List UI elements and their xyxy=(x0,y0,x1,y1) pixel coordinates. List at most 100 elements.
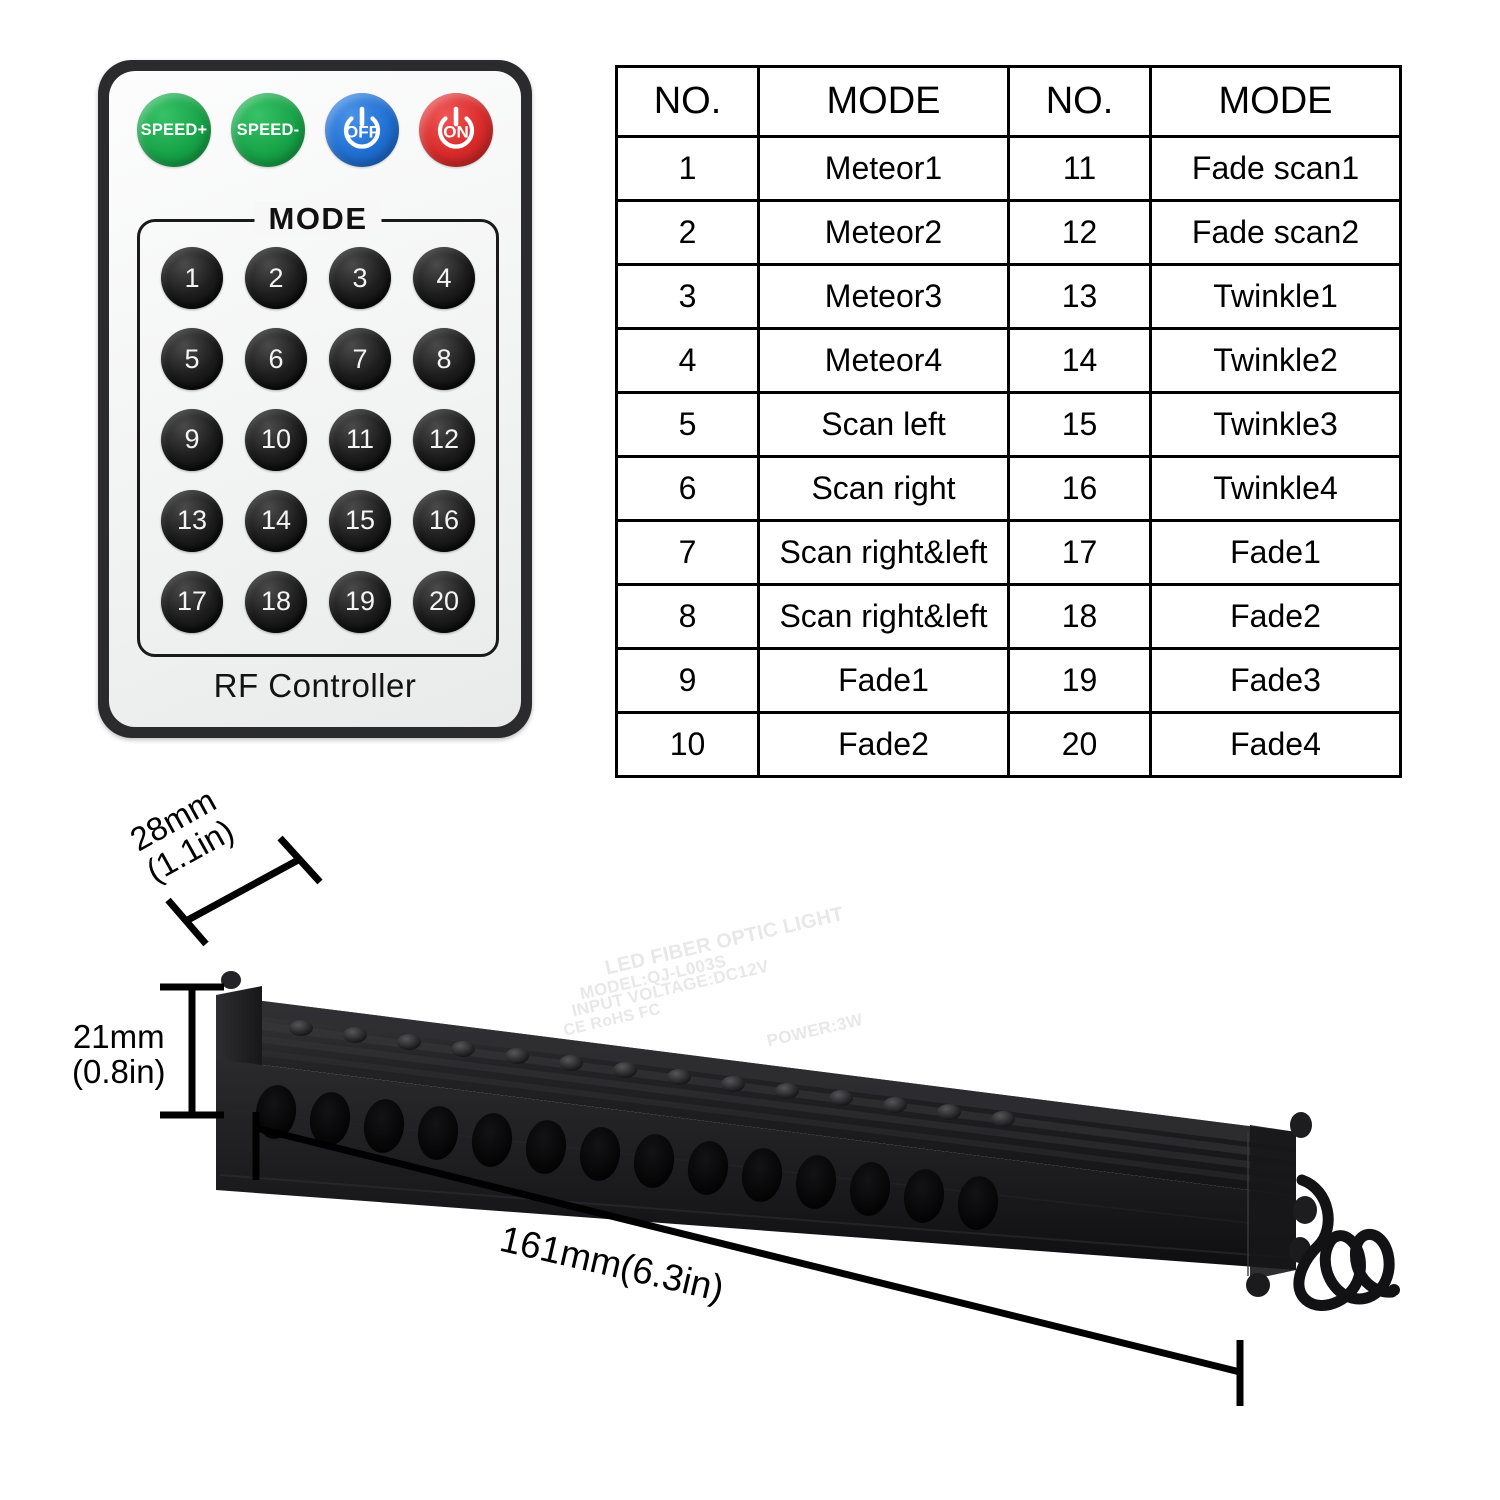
device-photo-panel: 28mm (1.1in) 21mm (0.8in) 161mm(6.3in) L… xyxy=(0,780,1500,1500)
mode-key-14[interactable]: 14 xyxy=(245,489,307,552)
set-screw xyxy=(613,1062,637,1078)
mode-group-label: MODE xyxy=(254,201,382,237)
remote-brand-label: RF Controller xyxy=(213,667,417,704)
set-screw xyxy=(667,1069,691,1085)
mode-name-cell: Meteor3 xyxy=(757,263,1010,330)
set-screw xyxy=(505,1048,529,1064)
mode-key-12[interactable]: 12 xyxy=(413,408,475,471)
column-header-mode-2: MODE xyxy=(1149,65,1402,138)
mode-key-6[interactable]: 6 xyxy=(245,328,307,391)
fiber-port xyxy=(525,1120,567,1174)
mode-number-cell: 1 xyxy=(615,135,760,202)
device-illustration xyxy=(160,835,1400,1406)
mode-name-cell: Twinkle3 xyxy=(1149,391,1402,458)
mode-key-19[interactable]: 19 xyxy=(329,570,391,633)
fiber-port xyxy=(633,1134,675,1188)
fiber-port xyxy=(363,1099,405,1153)
mode-name-cell: Meteor4 xyxy=(757,327,1010,394)
mode-number-cell: 19 xyxy=(1007,647,1152,714)
mode-number-cell: 18 xyxy=(1007,583,1152,650)
mode-key-7[interactable]: 7 xyxy=(329,328,391,391)
set-screw xyxy=(397,1034,421,1050)
speed-down-button[interactable]: SPEED- xyxy=(231,93,305,167)
mode-name-cell: Meteor2 xyxy=(757,199,1010,266)
power-on-button[interactable]: ON xyxy=(419,93,493,167)
mode-key-11[interactable]: 11 xyxy=(329,408,391,471)
set-screw xyxy=(343,1027,367,1043)
mode-number-cell: 8 xyxy=(615,583,760,650)
set-screw xyxy=(775,1083,799,1099)
power-on-label: ON xyxy=(443,122,469,142)
mode-name-cell: Scan right xyxy=(757,455,1010,522)
fiber-port xyxy=(795,1155,837,1209)
power-cable xyxy=(1293,1174,1398,1311)
mode-name-cell: Twinkle1 xyxy=(1149,263,1402,330)
mode-key-20[interactable]: 20 xyxy=(413,570,475,633)
fiber-port xyxy=(417,1106,459,1160)
mode-number-cell: 2 xyxy=(615,199,760,266)
set-screw xyxy=(883,1097,907,1113)
remote-top-button-row: SPEED+ SPEED- OFF xyxy=(137,91,493,169)
mode-number-cell: 3 xyxy=(615,263,760,330)
table-header-row: NO. MODE NO. MODE xyxy=(615,65,1402,138)
mode-key-8[interactable]: 8 xyxy=(413,328,475,391)
mode-name-cell: Meteor1 xyxy=(757,135,1010,202)
fiber-port xyxy=(741,1148,783,1202)
mode-key-18[interactable]: 18 xyxy=(245,570,307,633)
fiber-port xyxy=(309,1092,351,1146)
mode-number-cell: 17 xyxy=(1007,519,1152,586)
power-off-button[interactable]: OFF xyxy=(325,93,399,167)
fiber-port-group xyxy=(255,1085,999,1230)
mode-number-cell: 13 xyxy=(1007,263,1152,330)
dimension-lines xyxy=(160,835,1244,1406)
mode-name-cell: Twinkle4 xyxy=(1149,455,1402,522)
fiber-port xyxy=(903,1169,945,1223)
mode-key-5[interactable]: 5 xyxy=(161,328,223,391)
speed-up-button[interactable]: SPEED+ xyxy=(137,93,211,167)
mode-name-cell: Fade scan1 xyxy=(1149,135,1402,202)
rf-remote-control: SPEED+ SPEED- OFF xyxy=(98,60,532,738)
dimension-height-label: 21mm (0.8in) xyxy=(72,1018,166,1089)
mode-number-cell: 4 xyxy=(615,327,760,394)
mode-name-cell: Scan right&left xyxy=(757,583,1010,650)
mode-number-cell: 10 xyxy=(615,711,760,778)
fiber-port xyxy=(471,1113,513,1167)
mode-key-13[interactable]: 13 xyxy=(161,489,223,552)
fiber-port xyxy=(849,1162,891,1216)
mode-key-2[interactable]: 2 xyxy=(245,247,307,310)
mode-number-cell: 12 xyxy=(1007,199,1152,266)
mode-number-cell: 20 xyxy=(1007,711,1152,778)
remote-faceplate: SPEED+ SPEED- OFF xyxy=(109,71,521,727)
mode-name-cell: Fade3 xyxy=(1149,647,1402,714)
set-screw xyxy=(721,1076,745,1092)
set-screw xyxy=(451,1041,475,1057)
power-off-label: OFF xyxy=(345,122,379,142)
power-icon: ON xyxy=(428,102,484,158)
mode-key-10[interactable]: 10 xyxy=(245,408,307,471)
set-screw xyxy=(559,1055,583,1071)
mode-key-4[interactable]: 4 xyxy=(413,247,475,310)
mode-key-16[interactable]: 16 xyxy=(413,489,475,552)
mode-key-1[interactable]: 1 xyxy=(161,247,223,310)
mode-number-cell: 5 xyxy=(615,391,760,458)
set-screw xyxy=(937,1104,961,1120)
column-header-no-2: NO. xyxy=(1007,65,1152,138)
set-screw xyxy=(829,1090,853,1106)
mode-key-17[interactable]: 17 xyxy=(161,570,223,633)
mode-key-3[interactable]: 3 xyxy=(329,247,391,310)
mode-name-cell: Fade4 xyxy=(1149,711,1402,778)
mode-key-9[interactable]: 9 xyxy=(161,408,223,471)
height-mm: 21mm xyxy=(72,1018,165,1055)
mode-name-cell: Fade2 xyxy=(1149,583,1402,650)
mode-name-cell: Twinkle2 xyxy=(1149,327,1402,394)
mode-key-15[interactable]: 15 xyxy=(329,489,391,552)
